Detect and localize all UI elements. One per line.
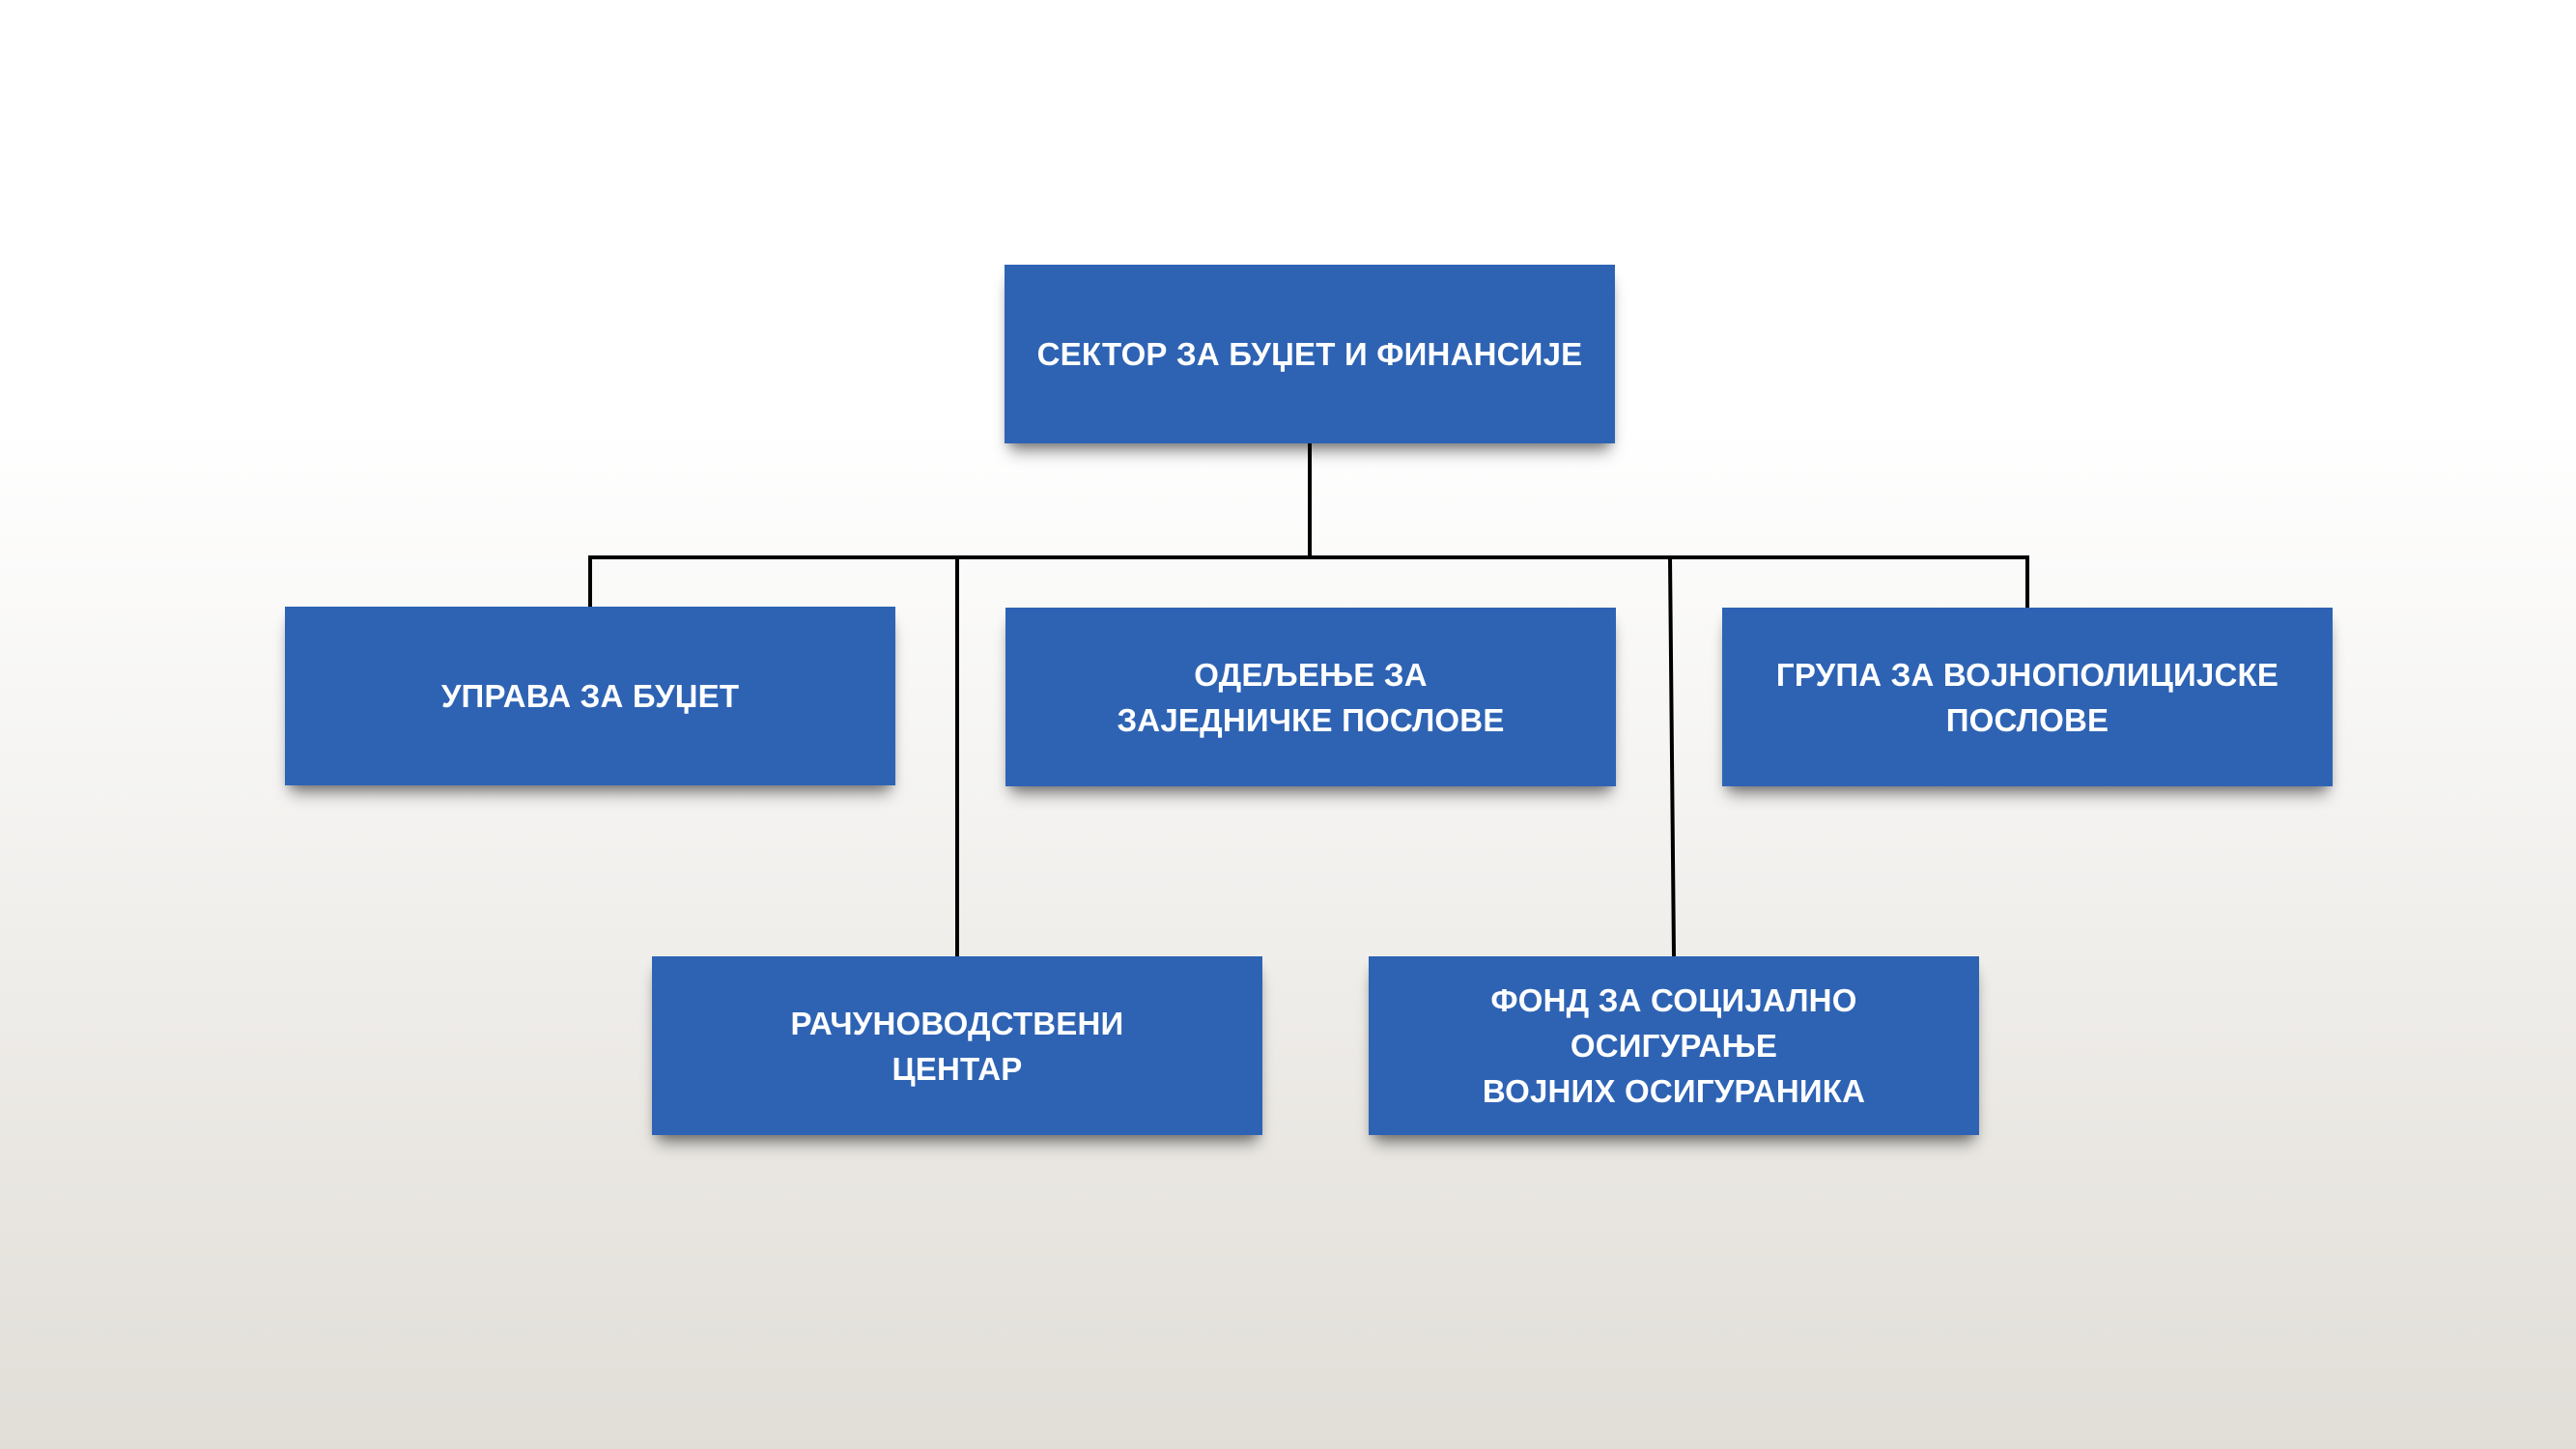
node-label: ФОНД ЗА СОЦИЈАЛНО ОСИГУРАЊЕ ВОЈНИХ ОСИГУ… — [1482, 982, 1866, 1109]
node-label: СЕКТОР ЗА БУЏЕТ И ФИНАНСИЈЕ — [1036, 336, 1583, 372]
node-odeljenje-za-zajednicke-poslove: ОДЕЉЕЊЕ ЗА ЗАЈЕДНИЧКЕ ПОСЛОВЕ — [1005, 608, 1616, 786]
node-label: РАЧУНОВОДСТВЕНИ ЦЕНТАР — [790, 1005, 1124, 1087]
connector-fond-za-socijalno-osiguranje — [1668, 556, 1676, 957]
node-sektor-za-budzet-i-finansije: СЕКТОР ЗА БУЏЕТ И ФИНАНСИЈЕ — [1005, 265, 1615, 443]
node-grupa-za-vojnopolicijske-poslove: ГРУПА ЗА ВОЈНОПОЛИЦИЈСКЕ ПОСЛОВЕ — [1722, 608, 2333, 786]
node-uprava-za-budzet: УПРАВА ЗА БУЏЕТ — [285, 607, 895, 785]
node-label: ГРУПА ЗА ВОЈНОПОЛИЦИЈСКЕ ПОСЛОВЕ — [1775, 656, 2279, 738]
node-racunovodstveni-centar: РАЧУНОВОДСТВЕНИ ЦЕНТАР — [652, 956, 1262, 1135]
node-fond-za-socijalno-osiguranje: ФОНД ЗА СОЦИЈАЛНО ОСИГУРАЊЕ ВОЈНИХ ОСИГУ… — [1369, 956, 1979, 1135]
node-label: ОДЕЉЕЊЕ ЗА ЗАЈЕДНИЧКЕ ПОСЛОВЕ — [1117, 656, 1505, 738]
node-label: УПРАВА ЗА БУЏЕТ — [440, 678, 740, 714]
